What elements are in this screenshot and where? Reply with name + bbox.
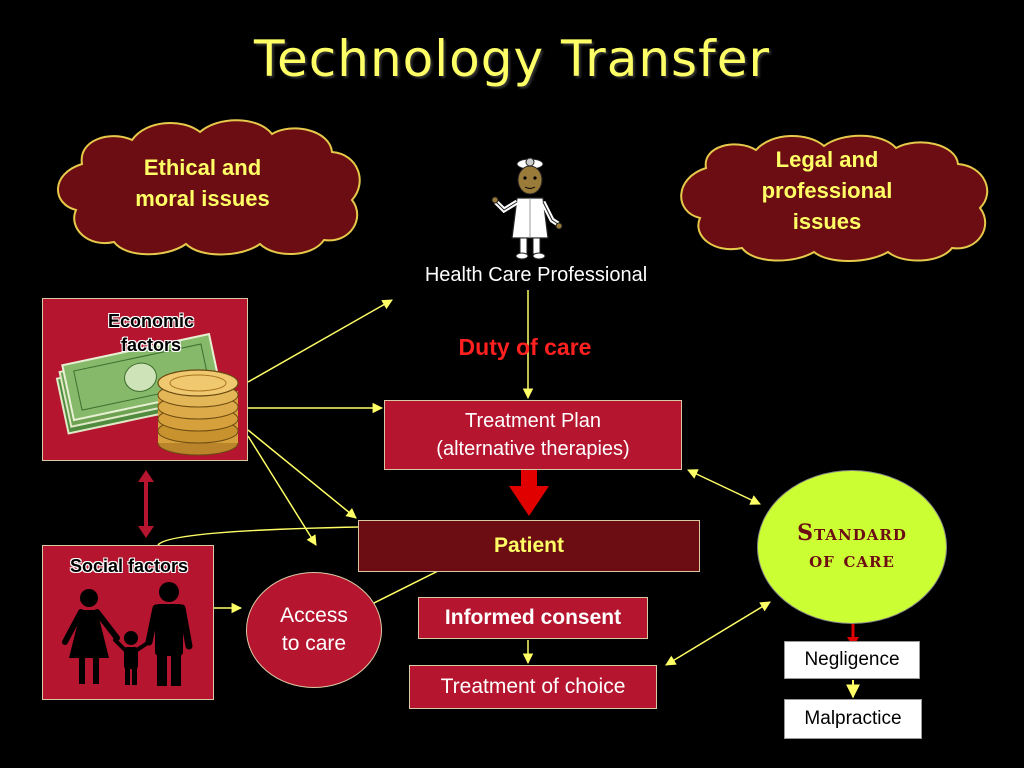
family-icon	[62, 582, 193, 686]
treatment-plan-line2: (alternative therapies)	[436, 438, 630, 460]
standard-of-care-line1: Standard	[797, 520, 907, 546]
standard-of-care-circle: Standard of care	[757, 470, 947, 624]
treatment-plan-line1: Treatment Plan	[465, 410, 601, 432]
cloud-ethical-line2: moral issues	[135, 186, 270, 211]
money-icon	[55, 332, 239, 456]
doctor-icon	[490, 150, 570, 262]
connector-economic-to-access	[247, 435, 317, 546]
connector-economic-to-patient	[247, 429, 357, 519]
page-title: Technology Transfer	[253, 30, 771, 88]
cloud-ethical: Ethical and moral issues	[40, 112, 365, 257]
malpractice-box: Malpractice	[784, 699, 922, 739]
economic-factors-line1: Economic	[107, 311, 195, 331]
duty-of-care-label: Duty of care	[458, 334, 592, 360]
cloud-legal-shape	[680, 134, 989, 262]
informed-consent-box: Informed consent	[418, 597, 648, 639]
economic-factors-line2: factors	[120, 335, 182, 355]
connector-choice-standard	[665, 601, 771, 666]
social-factors-box: Social factors	[42, 545, 214, 700]
negligence-box: Negligence	[784, 641, 920, 679]
cloud-legal-line2: professional	[761, 178, 893, 203]
treatment-of-choice-box: Treatment of choice	[409, 665, 657, 709]
cloud-legal: Legal and professional issues	[662, 128, 992, 263]
patient-box: Patient	[358, 520, 700, 572]
health-care-professional-label: Health Care Professional	[424, 264, 648, 286]
big-red-arrow	[509, 468, 549, 516]
cloud-ethical-line1: Ethical and	[143, 155, 262, 180]
cloud-legal-line3: issues	[792, 209, 862, 234]
economic-social-arrow	[138, 470, 154, 538]
connector-economic-to-professional	[247, 299, 393, 383]
cloud-legal-line1: Legal and	[775, 147, 879, 172]
standard-of-care-line2: of care	[809, 547, 895, 573]
access-to-care-line1: Access	[280, 604, 348, 627]
cloud-ethical-shape	[57, 119, 361, 256]
economic-factors-box: Economic factors	[42, 298, 248, 461]
connector-plan-standard	[687, 469, 761, 505]
access-to-care-line2: to care	[281, 632, 347, 655]
social-factors-label: Social factors	[69, 556, 189, 576]
access-to-care-circle: Access to care	[246, 572, 382, 688]
treatment-plan-box: Treatment Plan (alternative therapies)	[384, 400, 682, 470]
